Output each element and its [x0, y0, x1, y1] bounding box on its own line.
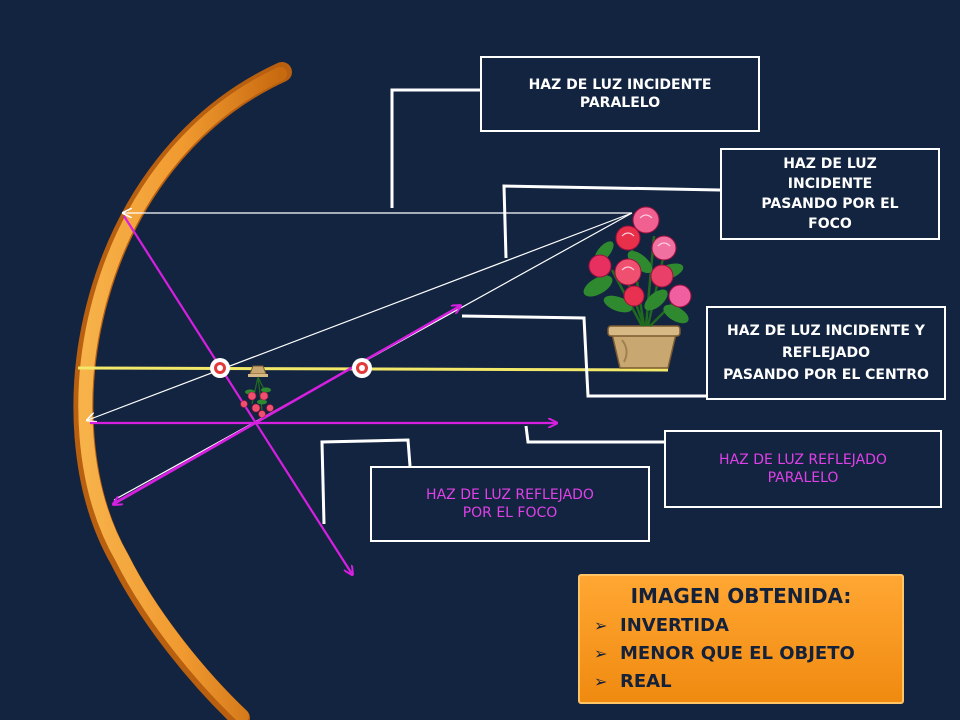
leader-line-reflected-parallel	[524, 425, 664, 444]
label-incident-reflected-center: HAZ DE LUZ INCIDENTE Y REFLEJADO PASANDO…	[706, 306, 946, 400]
label-incident-focus: HAZ DE LUZ INCIDENTE PASANDO POR EL FOCO	[720, 148, 940, 240]
leader-line-center	[461, 314, 706, 398]
result-title: IMAGEN OBTENIDA:	[630, 584, 852, 608]
principal-axis	[77, 366, 669, 372]
concave-mirror-highlight	[78, 67, 287, 720]
incident-ray-focus	[88, 212, 633, 420]
label-line: HAZ DE LUZ REFLEJADO	[719, 452, 887, 468]
result-item: ➢ INVERTIDA	[594, 612, 888, 640]
rose-pot-icon	[583, 206, 692, 369]
label-line: INCIDENTE	[787, 176, 873, 192]
small-inverted-rose-icon	[240, 365, 274, 418]
arrow-bullet-icon: ➢	[594, 616, 608, 635]
label-line: HAZ DE LUZ	[783, 156, 877, 172]
label-line: HAZ DE LUZ REFLEJADO	[426, 487, 594, 503]
label-line: PARALELO	[579, 95, 661, 111]
leader-line-reflected-focus	[320, 438, 412, 525]
leader-line-incident-parallel	[390, 88, 482, 208]
focus-point	[210, 358, 230, 378]
center-point	[352, 358, 372, 378]
label-line: PARALELO	[767, 470, 839, 486]
result-item-text: INVERTIDA	[620, 615, 729, 636]
leader-line-incident-focus	[502, 184, 721, 259]
label-line: PASANDO POR EL CENTRO	[723, 367, 929, 383]
arrow-bullet-icon: ➢	[594, 672, 608, 691]
result-box: IMAGEN OBTENIDA: ➢ INVERTIDA ➢ MENOR QUE…	[578, 574, 904, 704]
reflected-ray-center-back	[114, 305, 461, 504]
result-item: ➢ MENOR QUE EL OBJETO	[594, 640, 888, 668]
reflected-ray-focus	[123, 215, 352, 574]
label-incident-parallel: HAZ DE LUZ INCIDENTE PARALELO	[480, 56, 760, 132]
result-item-text: MENOR QUE EL OBJETO	[620, 643, 855, 664]
label-line: HAZ DE LUZ INCIDENTE Y	[727, 323, 925, 339]
label-line: REFLEJADO	[782, 345, 870, 361]
label-line: FOCO	[808, 216, 852, 232]
label-line: PASANDO POR EL	[761, 196, 899, 212]
arrow-bullet-icon: ➢	[594, 644, 608, 663]
result-item: ➢ REAL	[594, 668, 888, 696]
label-line: POR EL FOCO	[462, 505, 558, 521]
label-reflected-parallel: HAZ DE LUZ REFLEJADO PARALELO	[664, 430, 942, 508]
label-line: HAZ DE LUZ INCIDENTE	[528, 77, 712, 93]
result-item-text: REAL	[620, 671, 672, 692]
label-reflected-focus: HAZ DE LUZ REFLEJADO POR EL FOCO	[370, 466, 650, 542]
